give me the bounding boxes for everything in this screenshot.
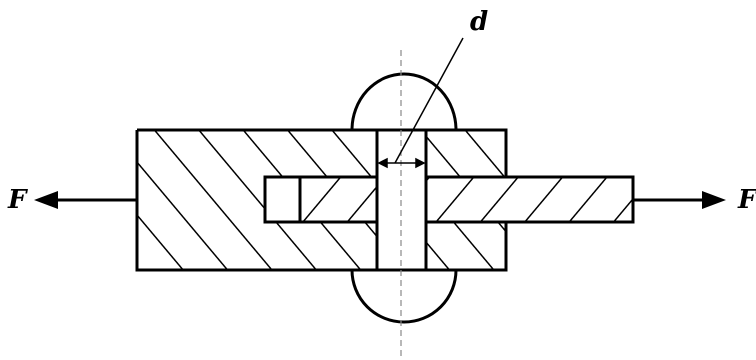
fork-plate-left (137, 130, 377, 270)
rivet-head-top (350, 72, 458, 132)
diameter-label: d (470, 7, 488, 37)
force-label-right: F (737, 185, 756, 215)
fork-plate-right (426, 130, 506, 270)
force-arrow-left (34, 191, 137, 209)
slot-gap (263, 175, 302, 224)
force-arrow-right (633, 191, 726, 209)
diameter-dimension (377, 37, 464, 169)
rivet-head-bottom (350, 268, 458, 324)
inner-plate (300, 177, 633, 222)
force-label-left: F (7, 185, 28, 215)
